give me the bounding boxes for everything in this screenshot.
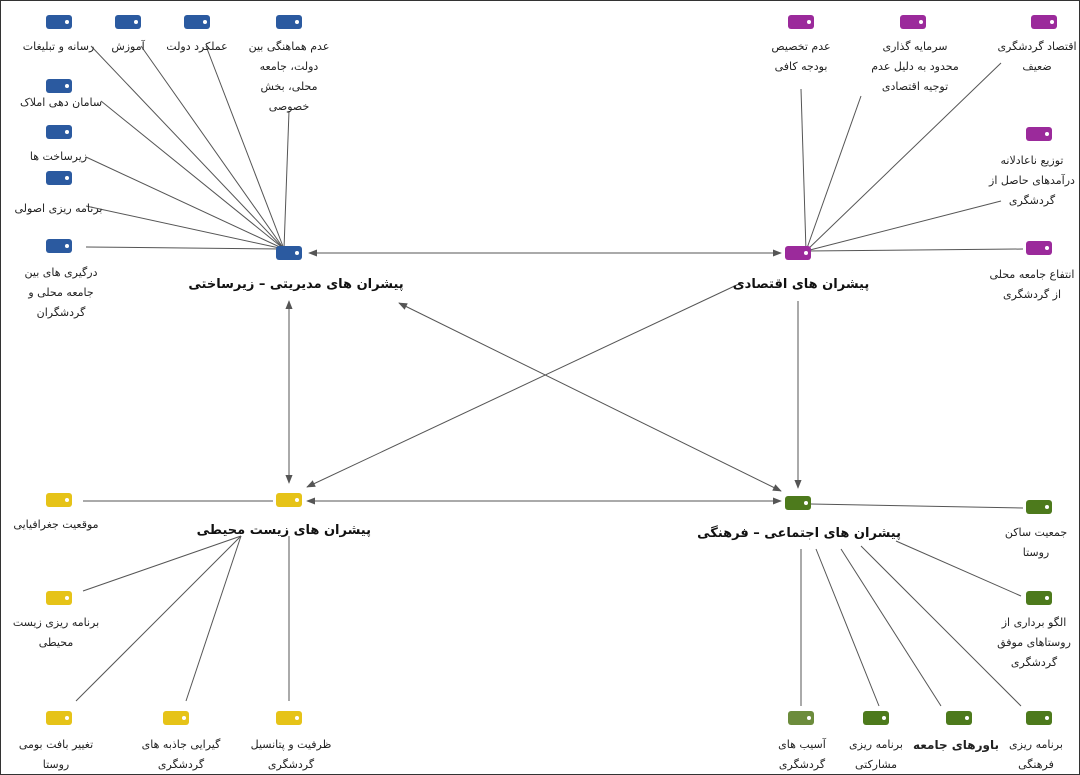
- spoke-economic-4: [805, 248, 1024, 252]
- spoke-management-2: [205, 45, 285, 250]
- hub-social-label: پیشران های اجتماعی – فرهنگی: [697, 526, 901, 541]
- spoke-management-7: [85, 246, 285, 250]
- spoke-environmental-3: [185, 535, 242, 702]
- spoke-economic-0: [800, 88, 807, 252]
- node-participatory-tag[interactable]: [863, 711, 889, 725]
- node-media-tag[interactable]: [46, 15, 72, 29]
- node-texture-label: تغییر بافت بومی روستا: [18, 738, 94, 771]
- node-participatory-label: برنامه ریزی مشارکتی: [849, 738, 903, 771]
- node-budget-label: عدم تخصیص بودجه کافی: [771, 40, 831, 73]
- spoke-management-0: [90, 45, 285, 250]
- spoke-environmental-2: [75, 535, 242, 702]
- spoke-management-6: [85, 205, 285, 250]
- node-benefit-tag[interactable]: [1026, 241, 1052, 255]
- node-capacity-tag[interactable]: [276, 711, 302, 725]
- node-location-label: موقعیت جغرافیایی: [13, 518, 99, 531]
- hub-economic-label: پیشران های اقتصادی: [732, 277, 870, 292]
- node-env-planning-tag[interactable]: [46, 591, 72, 605]
- node-population-label: جمعیت ساکن روستا: [1004, 526, 1068, 559]
- node-model-label: الگو برداری از روستاهای موفق گردشگری: [997, 616, 1071, 669]
- spoke-economic-2: [805, 62, 1002, 252]
- spoke-environmental-1: [82, 535, 242, 592]
- spoke-management-3: [283, 110, 290, 250]
- node-investment-label: سرمایه گذاری محدود به دلیل عدم توجیه اقت…: [871, 40, 959, 93]
- hub-social-tag[interactable]: [785, 496, 811, 510]
- node-education-tag[interactable]: [115, 15, 141, 29]
- hub-environmental-label: پیشران های زیست محیطی: [196, 523, 371, 538]
- node-capacity-label: ظرفیت و پتانسیل گردشگری: [250, 738, 332, 771]
- link-management-social: [398, 302, 782, 492]
- node-coordination-tag[interactable]: [276, 15, 302, 29]
- spoke-management-1: [140, 45, 285, 250]
- node-conflicts-label: درگیری های بین جامعه محلی و گردشگران: [24, 266, 98, 319]
- node-weak-economy-tag[interactable]: [1031, 15, 1057, 29]
- node-infrastructure-tag[interactable]: [46, 125, 72, 139]
- spoke-social-4: [815, 548, 880, 707]
- node-cultural-tag[interactable]: [1026, 711, 1052, 725]
- hub-management-tag[interactable]: [276, 246, 302, 260]
- node-conflicts-tag[interactable]: [46, 239, 72, 253]
- spoke-social-1: [895, 540, 1022, 597]
- node-planning-tag[interactable]: [46, 171, 72, 185]
- node-income-tag[interactable]: [1026, 127, 1052, 141]
- node-education-label: آموزش: [111, 40, 145, 53]
- node-budget-tag[interactable]: [788, 15, 814, 29]
- node-harms-label: آسیب های گردشگری: [778, 738, 826, 771]
- node-texture-tag[interactable]: [46, 711, 72, 725]
- node-property-label: سامان دهی املاک: [19, 96, 103, 109]
- node-model-tag[interactable]: [1026, 591, 1052, 605]
- node-weak-economy-label: اقتصاد گردشگری ضعیف: [997, 40, 1077, 73]
- node-infrastructure-label: زیرساخت ها: [29, 150, 88, 163]
- spoke-management-5: [85, 156, 285, 250]
- node-harms-tag[interactable]: [788, 711, 814, 725]
- spoke-economic-1: [805, 95, 862, 252]
- node-beliefs-tag[interactable]: [946, 711, 972, 725]
- hub-economic-tag[interactable]: [785, 246, 811, 260]
- spoke-economic-3: [805, 200, 1002, 252]
- node-population-tag[interactable]: [1026, 500, 1052, 514]
- node-planning-label: برنامه ریزی اصولی: [14, 202, 103, 215]
- node-property-tag[interactable]: [46, 79, 72, 93]
- node-coordination-label: عدم هماهنگی بین دولت، جامعه محلی، بخش خص…: [248, 40, 330, 113]
- spoke-social-0: [810, 503, 1024, 509]
- node-attractions-label: گیرایی جاذبه های گردشگری: [141, 738, 221, 771]
- node-env-planning-label: برنامه ریزی زیست محیطی: [12, 616, 100, 649]
- node-government-tag[interactable]: [184, 15, 210, 29]
- node-attractions-tag[interactable]: [163, 711, 189, 725]
- spoke-social-3: [840, 548, 942, 707]
- node-location-tag[interactable]: [46, 493, 72, 507]
- spoke-social-2: [860, 545, 1022, 707]
- node-income-label: توزیع ناعادلانه درآمدهای حاصل از گردشگری: [989, 154, 1075, 207]
- spoke-management-4: [100, 100, 285, 250]
- hub-environmental-tag[interactable]: [276, 493, 302, 507]
- node-beliefs-label: باورهای جامعه: [912, 738, 999, 752]
- node-benefit-label: انتفاع جامعه محلی از گردشگری: [989, 268, 1075, 301]
- node-government-label: عملکرد دولت: [166, 40, 228, 53]
- link-economic-environmental: [306, 282, 742, 488]
- node-cultural-label: برنامه ریزی فرهنگی: [1009, 738, 1063, 771]
- node-media-label: رسانه و تبلیغات: [22, 40, 95, 53]
- hub-management-label: پیشران های مدیریتی – زیرساختی: [188, 277, 404, 292]
- node-investment-tag[interactable]: [900, 15, 926, 29]
